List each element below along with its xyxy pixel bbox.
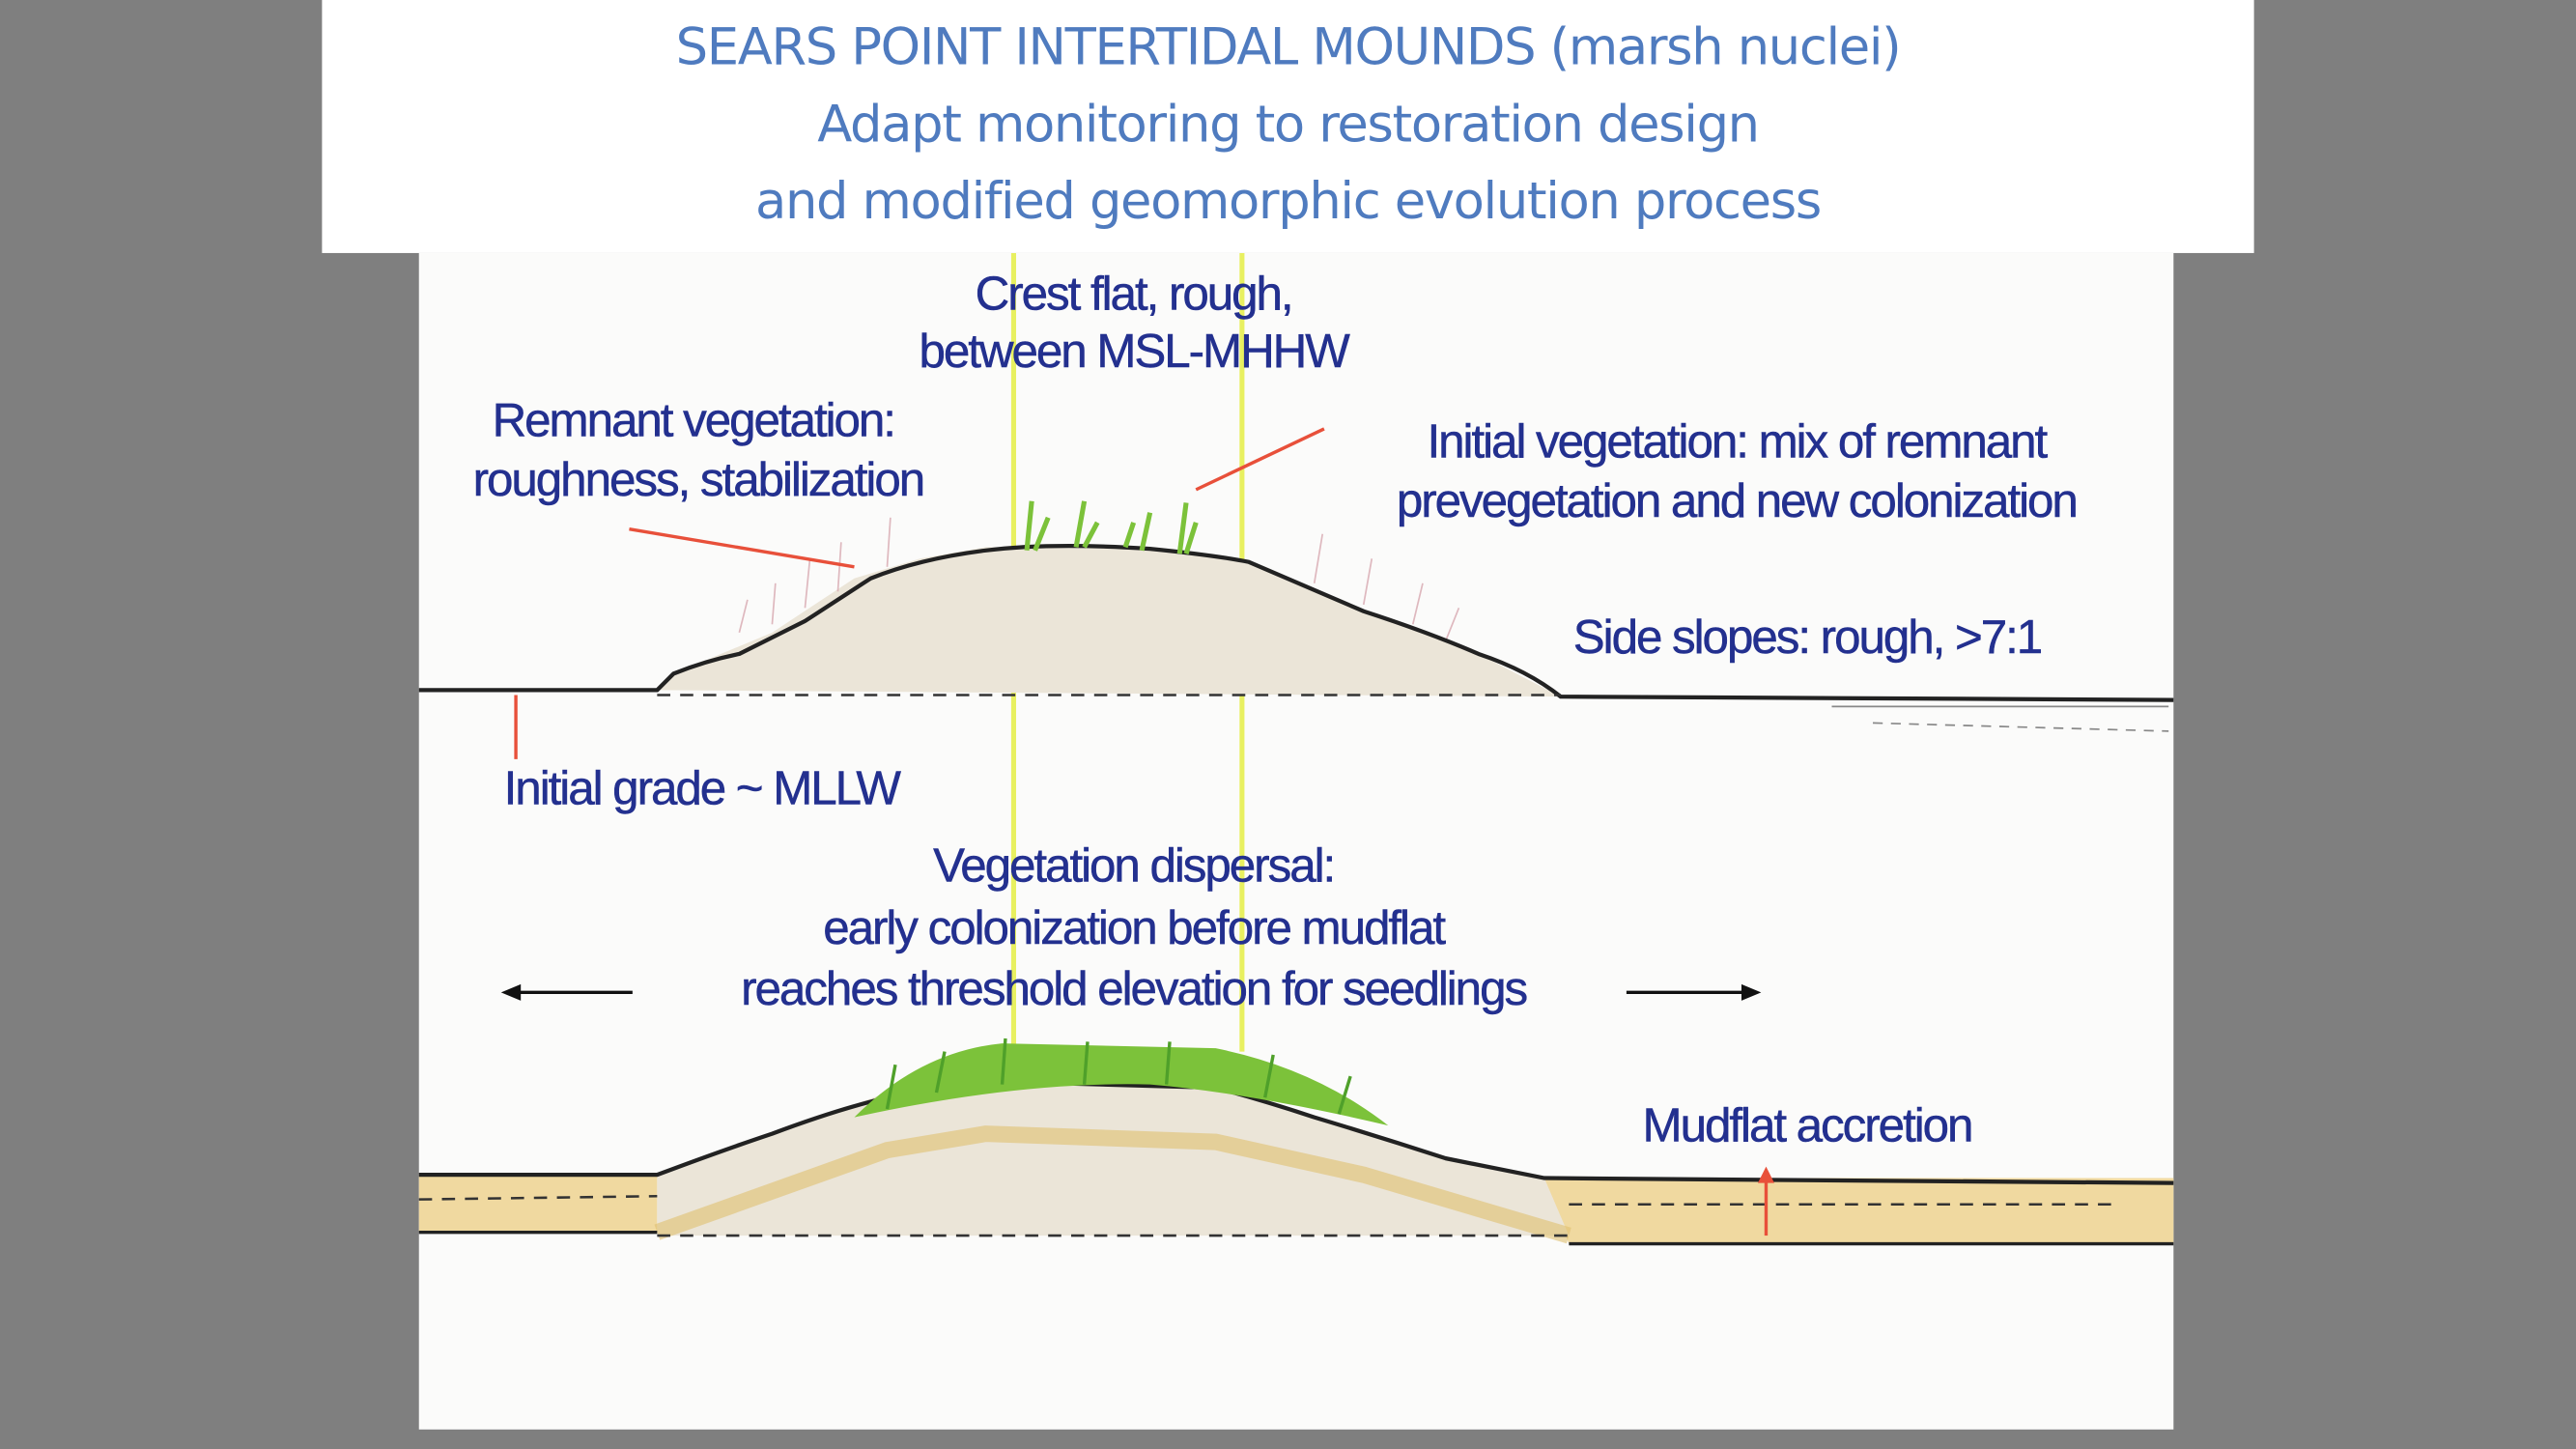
title-line-2: Adapt monitoring to restoration design <box>817 95 1760 155</box>
dispersal-arrow-left <box>500 983 633 1001</box>
vegetation-tufts <box>1024 500 1199 554</box>
bottom-mound <box>418 1037 2174 1246</box>
label-remnant-2: roughness, stabilization <box>472 454 925 507</box>
label-mudflat-accretion: Mudflat accretion <box>1642 1099 1973 1153</box>
vegetation-cover <box>854 1043 1389 1126</box>
label-crest-2: between MSL-MHHW <box>919 326 1350 380</box>
title-box: SEARS POINT INTERTIDAL MOUNDS (marsh nuc… <box>322 0 2254 253</box>
label-initial-veg-2: prevegetation and new colonization <box>1396 475 2079 528</box>
dispersal-arrow-right <box>1626 983 1762 1001</box>
label-dispersal-1: Vegetation dispersal: <box>933 840 1337 894</box>
label-initial-grade: Initial grade ~ MLLW <box>503 763 901 816</box>
label-initial-veg-1: Initial vegetation: mix of remnant <box>1427 416 2048 469</box>
leader-initial-vegetation <box>1195 427 1325 492</box>
title-line-3: and modified geomorphic evolution proces… <box>755 172 1822 232</box>
leader-remnant <box>629 527 855 569</box>
label-dispersal-2: early colonization before mudflat <box>823 902 1446 956</box>
label-side-slopes: Side slopes: rough, >7:1 <box>1572 611 2044 666</box>
label-remnant-1: Remnant vegetation: <box>492 395 896 448</box>
label-dispersal-3: reaches threshold elevation for seedling… <box>741 963 1529 1017</box>
title-line-1: SEARS POINT INTERTIDAL MOUNDS (marsh nuc… <box>675 17 1902 77</box>
top-mound <box>418 500 2174 732</box>
label-crest-1: Crest flat, rough, <box>975 269 1293 322</box>
